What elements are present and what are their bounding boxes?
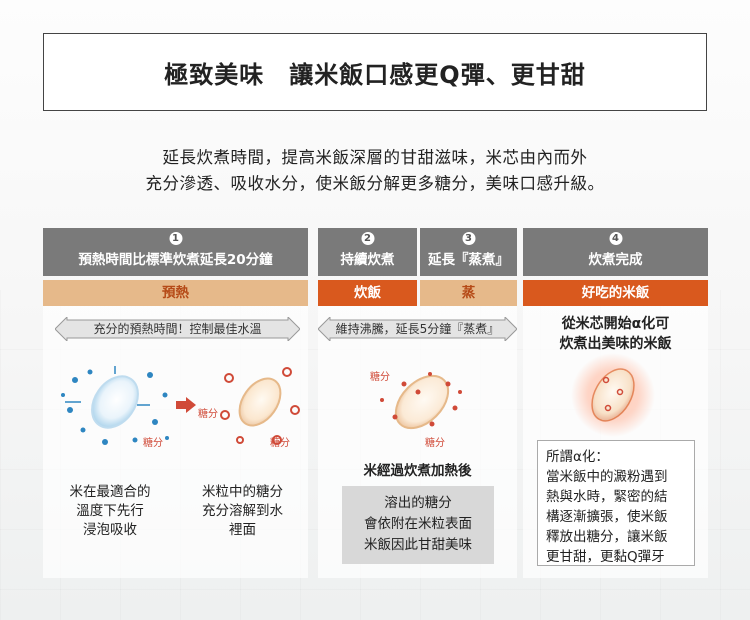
step-number-2: 2 [361,232,374,245]
column-header-3: 3 延長『蒸煮』 [420,228,517,276]
desc-sugar-dissolve: 米粒中的糖分 充分溶解到水 裡面 [180,483,305,540]
desc-boil-box: 溶出的糖分 會依附在米粒表面 米飯因此甘甜美味 [342,486,494,564]
phase-preheat: 預熱 [43,280,308,306]
column-header-1: 1 預熱時間比標準炊煮延長20分鐘 [43,228,308,276]
sugar-adhering-illustration [360,362,480,442]
sugar-dissolving-illustration [215,360,305,450]
preheat-banner-text: 充分的預熱時間！控制最佳水溫 [93,322,261,336]
phase-steam: 蒸 [420,280,517,306]
phase-cook: 炊飯 [318,280,417,306]
step-number-3: 3 [462,232,475,245]
column-header-1-label: 預熱時間比標準炊煮延長20分鐘 [43,248,308,268]
boil-arrow-banner: 維持沸騰，延長5分鐘『蒸煮』 [318,317,517,341]
subtitle-line-1: 延長炊煮時間，提高米飯深層的甘甜滋味，米芯由內而外 [0,144,750,168]
desc-soaking: 米在最適合的 溫度下先行 浸泡吸收 [50,483,170,540]
rice-grain-icon [386,366,458,438]
alpha-explanation-box: 所謂α化： 當米飯中的澱粉遇到 熱與水時，緊密的結 構逐漸擴張，使米飯 釋放出糖… [537,440,695,566]
subtitle-line-2: 充分滲透、吸收水分，使米飯分解更多糖分，美味口感升級。 [0,170,750,194]
desc-done-title: 從米芯開始α化可 炊煮出美味的米飯 [523,314,708,354]
column-header-4-label: 炊煮完成 [523,248,708,268]
rice-grain-icon [231,371,289,433]
rice-grain-icon [83,368,148,437]
column-header-2: 2 持續炊煮 [318,228,417,276]
column-header-4: 4 炊煮完成 [523,228,708,276]
desc-boil-title: 米經過炊煮加熱後 [318,462,517,481]
step-number-4: 4 [609,232,622,245]
column-header-3-label: 延長『蒸煮』 [420,248,517,268]
boil-banner-text: 維持沸騰，延長5分鐘『蒸煮』 [336,322,500,336]
sugar-label-5: 糖分 [425,434,445,449]
phase-done: 好吃的米飯 [523,280,708,306]
sugar-label-3: 糖分 [270,434,290,449]
preheat-arrow-banner: 充分的預熱時間！控制最佳水溫 [55,317,300,341]
title-box: 極致美味 讓米飯口感更Q彈、更甘甜 [43,33,707,111]
sugar-label-1: 糖分 [143,434,163,449]
cooked-rice-illustration [568,350,658,440]
step-number-1: 1 [169,232,182,245]
red-arrow-icon [176,397,196,413]
page-title: 極致美味 讓米飯口感更Q彈、更甘甜 [164,55,585,90]
column-header-2-label: 持續炊煮 [318,248,417,268]
